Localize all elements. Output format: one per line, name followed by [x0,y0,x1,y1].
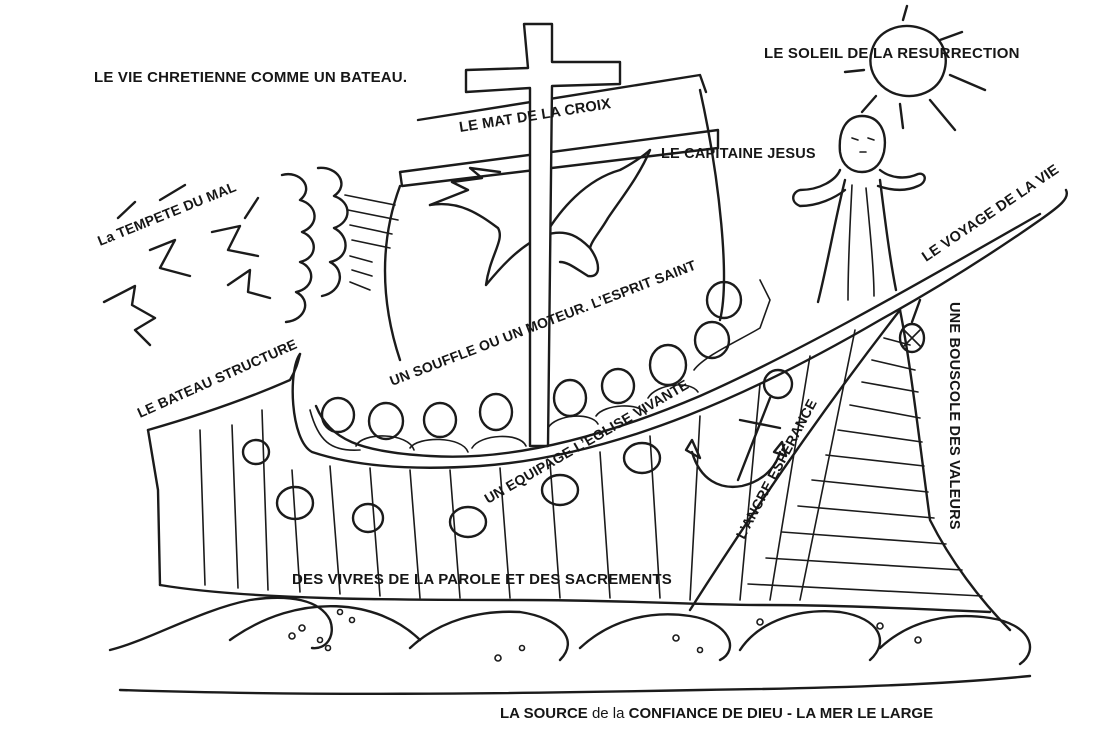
sea-waves [108,596,1032,695]
crew-figures [309,279,771,453]
sail [383,73,726,362]
compass-icon [898,298,926,354]
storm-label: La TEMPETE DU MAL [95,178,239,248]
sun-label: LE SOLEIL DE LA RESURRECTION [764,45,1020,62]
captain-label: LE CAPITAINE JESUS [661,146,816,162]
jesus-figure [792,114,926,304]
storm-icon [102,166,399,347]
anchor-label: L’ANCRE ESPERANCE [733,396,820,541]
source-part-2: de la [588,705,629,722]
sun-icon [843,4,987,132]
boat-hull [146,188,1069,632]
compass-label: UNE BOUSCOLE DES VALEURS [946,302,962,530]
source-label: LA SOURCE de la CONFIANCE DE DIEU - LA M… [500,705,933,722]
source-part-3: CONFIANCE DE DIEU - LA MER LE LARGE [629,705,933,722]
source-part-1: LA SOURCE [500,705,588,722]
portholes [241,438,662,539]
provisions-label: DES VIVRES DE LA PAROLE ET DES SACREMENT… [292,571,672,588]
title-label: LE VIE CHRETIENNE COMME UN BATEAU. [94,69,407,86]
anchor-icon [684,368,794,489]
